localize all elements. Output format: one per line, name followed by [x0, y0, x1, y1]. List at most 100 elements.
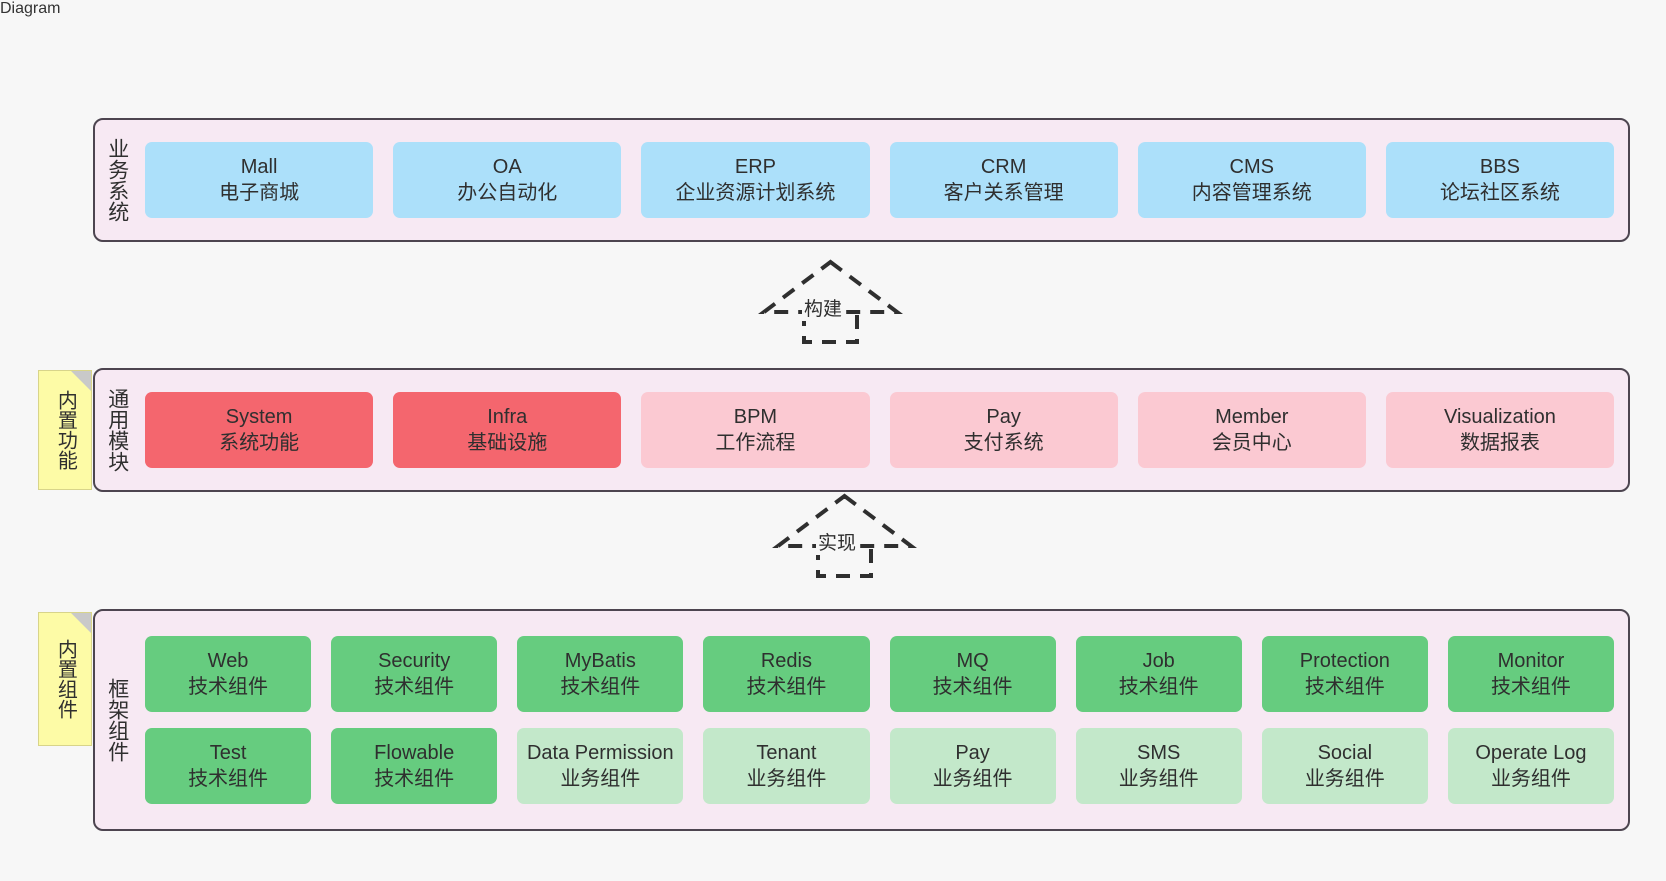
module-card-title: CMS — [1229, 156, 1274, 178]
module-card-sms[interactable]: SMS 业务组件 — [1075, 728, 1242, 804]
connector-label-build: 构建 — [802, 294, 845, 321]
module-card-title: Tenant — [756, 742, 817, 764]
module-card-title: BPM — [733, 406, 778, 428]
module-card-title: Mall — [240, 156, 278, 178]
module-card-title: BBS — [1479, 156, 1520, 178]
module-card-job[interactable]: Job 技术组件 — [1075, 636, 1242, 712]
module-card-protection[interactable]: Protection 技术组件 — [1261, 636, 1428, 712]
module-card-title: Redis — [760, 650, 812, 672]
module-card-subtitle: 技术组件 — [1490, 676, 1571, 698]
module-card-title: OA — [492, 156, 522, 178]
module-card-subtitle: 业务组件 — [560, 768, 641, 790]
module-card-security[interactable]: Security 技术组件 — [331, 636, 498, 712]
layer-title-framework-component: 框架组件 — [105, 678, 129, 762]
module-card-redis[interactable]: Redis 技术组件 — [703, 636, 870, 712]
module-card-title: ERP — [734, 156, 776, 178]
sticky-note-builtin-component: 内置组件 — [38, 612, 92, 746]
module-card-subtitle: 技术组件 — [560, 676, 641, 698]
module-card-pay-business[interactable]: Pay 业务组件 — [889, 728, 1056, 804]
module-card-subtitle: 技术组件 — [188, 676, 269, 698]
layer-body-framework-component: Web 技术组件 Security 技术组件 MyBatis 技术组件 Redi… — [139, 611, 1628, 829]
module-card-title: Pay — [986, 406, 1021, 428]
connector-label-implement: 实现 — [816, 528, 859, 555]
module-card-test[interactable]: Test 技术组件 — [145, 728, 312, 804]
module-card-system[interactable]: System 系统功能 — [145, 392, 374, 468]
module-card-title: Pay — [955, 742, 990, 764]
module-card-subtitle: 技术组件 — [932, 676, 1013, 698]
module-card-title: CRM — [980, 156, 1027, 178]
module-card-subtitle: 会员中心 — [1211, 432, 1292, 454]
module-card-title: Security — [378, 650, 451, 672]
module-card-subtitle: 业务组件 — [1490, 768, 1571, 790]
module-card-subtitle: 客户关系管理 — [943, 182, 1064, 204]
layer-row: Mall 电子商城 OA 办公自动化 ERP 企业资源计划系统 CRM 客户关系… — [145, 142, 1615, 218]
module-card-oa[interactable]: OA 办公自动化 — [393, 142, 622, 218]
module-card-title: Operate Log — [1475, 742, 1587, 764]
module-card-title: Visualization — [1443, 406, 1556, 428]
connector-build: 构建 — [758, 258, 903, 344]
module-card-title: Job — [1142, 650, 1175, 672]
module-card-subtitle: 业务组件 — [746, 768, 827, 790]
module-card-title: Flowable — [374, 742, 455, 764]
module-card-title: Infra — [487, 406, 528, 428]
module-card-bpm[interactable]: BPM 工作流程 — [641, 392, 870, 468]
layer-title-common-module: 通用模块 — [105, 388, 129, 472]
module-card-cms[interactable]: CMS 内容管理系统 — [1137, 142, 1366, 218]
module-card-operate-log[interactable]: Operate Log 业务组件 — [1447, 728, 1614, 804]
module-card-title: Data Permission — [526, 742, 674, 764]
note-fold-icon — [71, 371, 91, 391]
module-card-subtitle: 企业资源计划系统 — [675, 182, 836, 204]
module-card-subtitle: 工作流程 — [715, 432, 796, 454]
module-card-web[interactable]: Web 技术组件 — [145, 636, 312, 712]
module-card-title: Protection — [1299, 650, 1390, 672]
module-card-member[interactable]: Member 会员中心 — [1137, 392, 1366, 468]
layer-body-business-system: Mall 电子商城 OA 办公自动化 ERP 企业资源计划系统 CRM 客户关系… — [139, 120, 1628, 240]
module-card-social[interactable]: Social 业务组件 — [1261, 728, 1428, 804]
note-fold-icon — [71, 613, 91, 633]
module-card-crm[interactable]: CRM 客户关系管理 — [889, 142, 1118, 218]
module-card-subtitle: 业务组件 — [932, 768, 1013, 790]
module-card-visualization[interactable]: Visualization 数据报表 — [1385, 392, 1615, 468]
module-card-mybatis[interactable]: MyBatis 技术组件 — [517, 636, 684, 712]
module-card-subtitle: 技术组件 — [746, 676, 827, 698]
module-card-subtitle: 论坛社区系统 — [1439, 182, 1560, 204]
module-card-bbs[interactable]: BBS 论坛社区系统 — [1385, 142, 1615, 218]
module-card-subtitle: 内容管理系统 — [1191, 182, 1312, 204]
module-card-flowable[interactable]: Flowable 技术组件 — [331, 728, 498, 804]
module-card-subtitle: 数据报表 — [1459, 432, 1540, 454]
module-card-title: Member — [1215, 406, 1289, 428]
module-card-subtitle: 技术组件 — [374, 676, 455, 698]
module-card-title: Test — [209, 742, 247, 764]
module-card-title: Monitor — [1497, 650, 1565, 672]
module-card-subtitle: 技术组件 — [1118, 676, 1199, 698]
module-card-mall[interactable]: Mall 电子商城 — [145, 142, 374, 218]
layer-row: Web 技术组件 Security 技术组件 MyBatis 技术组件 Redi… — [145, 636, 1614, 712]
module-card-subtitle: 电子商城 — [219, 182, 300, 204]
module-card-subtitle: 系统功能 — [219, 432, 300, 454]
layer-common-module[interactable]: 通用模块 System 系统功能 Infra 基础设施 BPM 工作流程 Pay… — [93, 368, 1630, 492]
module-card-pay[interactable]: Pay 支付系统 — [889, 392, 1118, 468]
module-card-tenant[interactable]: Tenant 业务组件 — [703, 728, 870, 804]
module-card-subtitle: 办公自动化 — [457, 182, 558, 204]
module-card-data-permission[interactable]: Data Permission 业务组件 — [517, 728, 684, 804]
module-card-monitor[interactable]: Monitor 技术组件 — [1447, 636, 1614, 712]
module-card-subtitle: 支付系统 — [963, 432, 1044, 454]
module-card-title: Social — [1317, 742, 1373, 764]
module-card-mq[interactable]: MQ 技术组件 — [889, 636, 1056, 712]
layer-business-system[interactable]: 业务系统 Mall 电子商城 OA 办公自动化 ERP 企业资源计划系统 CRM… — [93, 118, 1630, 242]
module-card-title: System — [225, 406, 293, 428]
module-card-subtitle: 技术组件 — [1304, 676, 1385, 698]
module-card-infra[interactable]: Infra 基础设施 — [393, 392, 622, 468]
module-card-subtitle: 业务组件 — [1304, 768, 1385, 790]
module-card-title: Web — [207, 650, 249, 672]
sticky-note-label: 内置组件 — [54, 639, 77, 719]
layer-body-common-module: System 系统功能 Infra 基础设施 BPM 工作流程 Pay 支付系统… — [139, 370, 1628, 490]
layer-framework-component[interactable]: 框架组件 Web 技术组件 Security 技术组件 MyBatis 技术组件… — [93, 609, 1630, 831]
module-card-title: MyBatis — [564, 650, 636, 672]
sticky-note-builtin-function: 内置功能 — [38, 370, 92, 490]
module-card-subtitle: 基础设施 — [467, 432, 548, 454]
module-card-erp[interactable]: ERP 企业资源计划系统 — [641, 142, 870, 218]
module-card-subtitle: 技术组件 — [374, 768, 455, 790]
connector-implement: 实现 — [772, 492, 917, 578]
